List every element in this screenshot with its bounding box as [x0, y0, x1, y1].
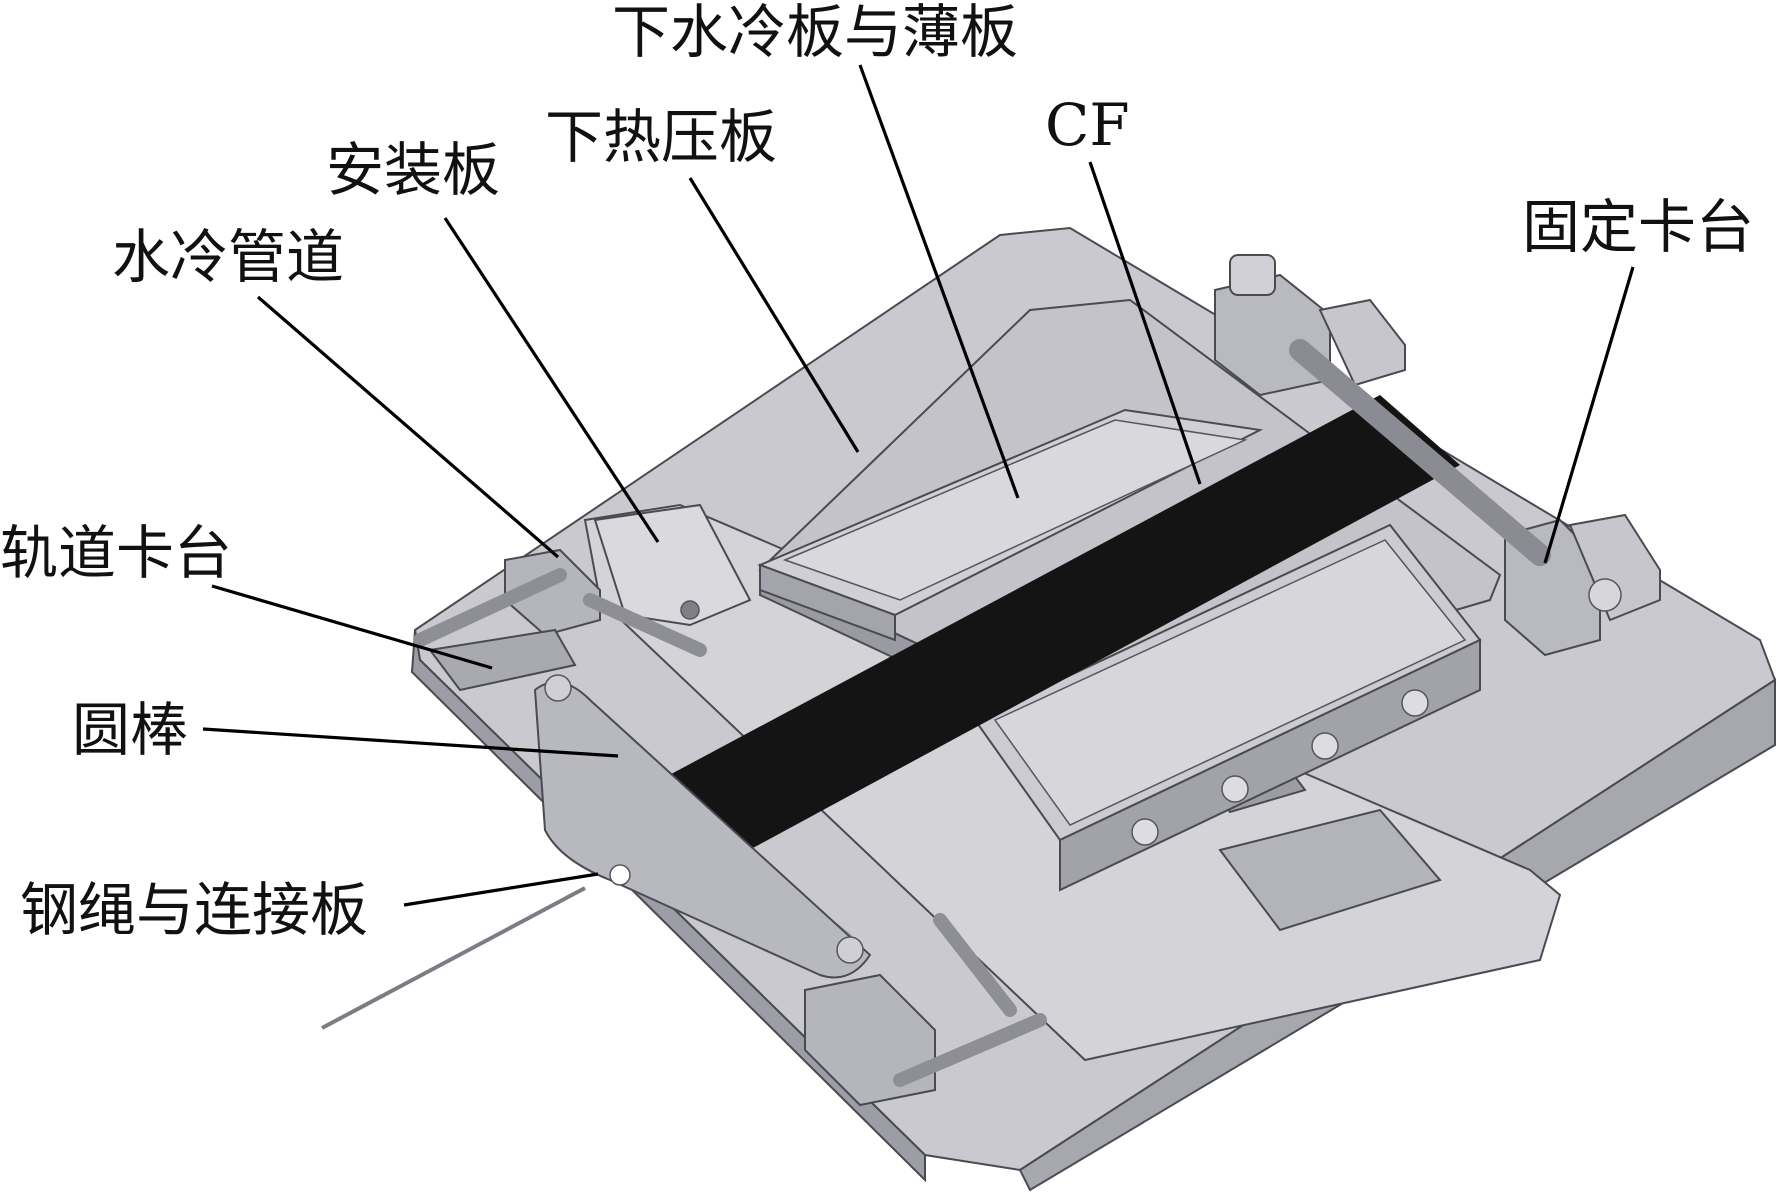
- cooling-block-front: [1059, 638, 1481, 892]
- fixed-clamp-bolt: [1588, 578, 1622, 612]
- labels: 下水冷板与薄板 下热压板 CF 安装板 水冷管道 固定卡台 轨道卡台 圆棒 钢绳…: [0, 0, 1754, 944]
- cooling-pipes: [413, 568, 1047, 1087]
- label-lower-cooling-and-sheet: 下水冷板与薄板: [612, 0, 1018, 66]
- cooling-pipe: [413, 568, 567, 647]
- guide-rod-right: [1289, 339, 1551, 566]
- label-rope-and-link-plate: 钢绳与连接板: [20, 876, 368, 944]
- sheet-lower: [993, 539, 1467, 826]
- lower-cooling-block: [973, 523, 1482, 892]
- fixed-clamp-top-knob: [1229, 254, 1276, 296]
- rail-clamp-left: [428, 548, 601, 692]
- bolt: [1311, 732, 1339, 760]
- steel-rope: [321, 886, 586, 1030]
- mounting-tab-hole: [680, 600, 700, 620]
- nut: [544, 674, 572, 702]
- bolt: [1131, 818, 1159, 846]
- bolt: [1401, 689, 1429, 717]
- label-fixed-clamp: 固定卡台: [1522, 193, 1754, 261]
- nut: [836, 936, 864, 964]
- leader-mounting-plate: [443, 217, 660, 543]
- leader-lines: [202, 64, 1635, 907]
- mounting-tab: [593, 503, 752, 627]
- cooling-pipe: [583, 593, 707, 657]
- leader-cooling-pipe: [256, 295, 560, 559]
- label-rail-clamp: 轨道卡台: [0, 519, 232, 587]
- leader-round-bar: [202, 727, 619, 758]
- cooling-pipe: [933, 913, 1017, 1017]
- label-cf: CF: [1045, 91, 1130, 159]
- rope-and-link-plate: [321, 674, 872, 1030]
- leader-lower-hot-press: [688, 177, 860, 453]
- rail-clamp-base: [428, 628, 577, 692]
- mounting-plate-cutout: [1218, 808, 1442, 932]
- cooling-pipe: [893, 1013, 1047, 1087]
- leader-rope-and-link-plate: [403, 872, 599, 907]
- bolt: [1221, 775, 1249, 803]
- lower-cooling-plate-and-sheet: [757, 408, 1264, 642]
- fixed-clamp-top: [1214, 254, 1406, 397]
- leader-rail-clamp: [211, 584, 493, 670]
- label-cooling-pipe: 水冷管道: [112, 223, 344, 291]
- cf-strip: [660, 395, 1460, 855]
- bolt-row: [1131, 689, 1429, 846]
- fixed-clamp-top-plate: [1318, 298, 1406, 387]
- label-lower-hot-press: 下热压板: [545, 103, 777, 171]
- leader-lower-cooling-and-sheet: [858, 64, 1020, 499]
- label-round-bar: 圆棒: [72, 696, 188, 764]
- cooling-plate-upper-side: [759, 563, 896, 642]
- leader-fixed-clamp: [1543, 266, 1635, 564]
- link-plate-hole: [609, 864, 631, 886]
- label-mounting-plate: 安装板: [326, 136, 500, 204]
- leader-cf: [1088, 161, 1202, 485]
